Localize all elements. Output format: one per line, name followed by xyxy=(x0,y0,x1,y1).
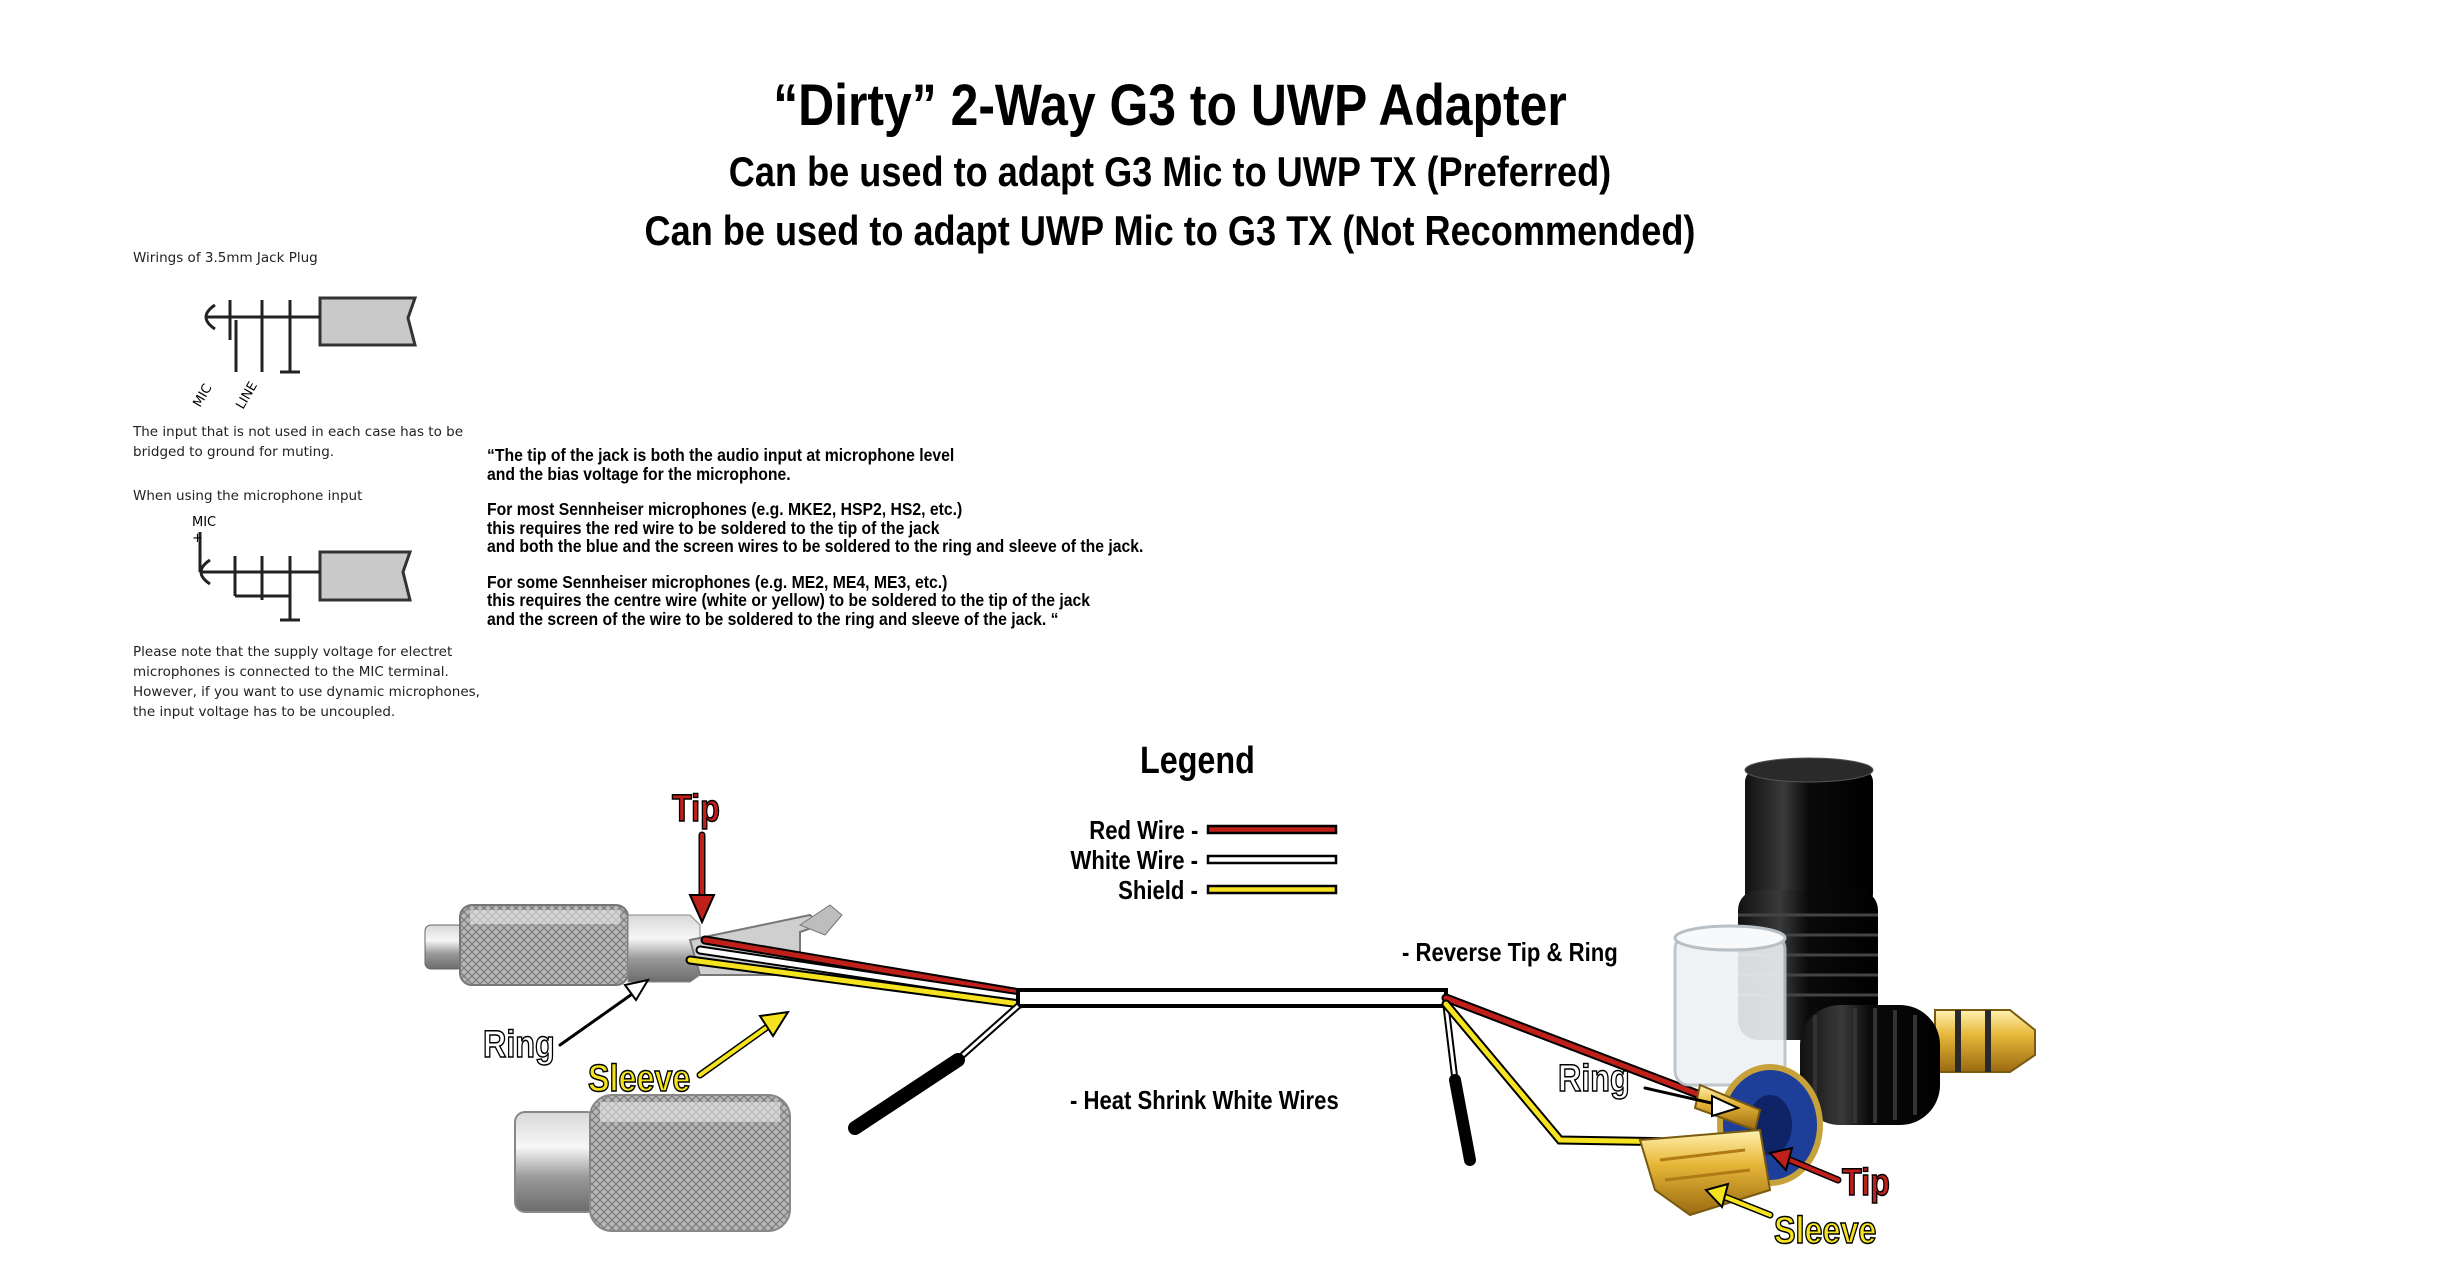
legend-label-red-wire: Red Wire - xyxy=(1088,815,1198,845)
subtitle-preferred: Can be used to adapt G3 Mic to UWP TX (P… xyxy=(728,148,1612,195)
callout-right-sleeve: Sleeve xyxy=(1773,1209,1877,1253)
manual-note-supply: Please note that the supply voltage for … xyxy=(133,642,480,722)
manual-heading-mic-input: When using the microphone input xyxy=(133,488,363,504)
manual-note-line: Please note that the supply voltage for … xyxy=(133,644,453,660)
quote-line: For most Sennheiser microphones (e.g. MK… xyxy=(487,499,963,519)
heat-shrink-right xyxy=(1442,1005,1476,1166)
label-mic-input: MIC xyxy=(192,515,216,530)
quote-line: this requires the red wire to be soldere… xyxy=(487,517,940,538)
left-wires xyxy=(685,935,1025,1009)
legend-label-shield: Shield - xyxy=(1118,875,1198,905)
note-heat-shrink: - Heat Shrink White Wires xyxy=(1070,1085,1339,1115)
mic-input-schematic xyxy=(198,532,413,622)
subtitle-not-recommended: Can be used to adapt UWP Mic to G3 TX (N… xyxy=(644,207,1696,254)
label-mic: MIC xyxy=(190,382,215,410)
heat-shrink-left xyxy=(848,1003,1021,1135)
manual-note-line: bridged to ground for muting. xyxy=(133,444,335,460)
note-reverse-tip-ring: - Reverse Tip & Ring xyxy=(1402,937,1618,967)
label-plus: + xyxy=(192,531,203,546)
clear-heatshrink-tube xyxy=(1673,924,1787,1087)
quote-line: and the bias voltage for the microphone. xyxy=(487,463,791,484)
legend-swatches xyxy=(1206,824,1338,895)
manual-note-line: the input voltage has to be uncoupled. xyxy=(133,704,396,720)
quote-line: and the screen of the wire to be soldere… xyxy=(487,608,1059,629)
sennheiser-quote: “The tip of the jack is both the audio i… xyxy=(487,446,1143,645)
manual-note-line: The input that is not used in each case … xyxy=(133,424,463,440)
quote-line: “The tip of the jack is both the audio i… xyxy=(487,445,955,465)
quote-line: For some Sennheiser microphones (e.g. ME… xyxy=(487,571,948,592)
callout-left-tip: Tip xyxy=(671,787,720,831)
manual-note-line: However, if you want to use dynamic micr… xyxy=(133,684,480,700)
quote-line: and both the blue and the screen wires t… xyxy=(487,536,1144,556)
callout-left-sleeve: Sleeve xyxy=(587,1057,691,1101)
manual-note-line: microphones is connected to the MIC term… xyxy=(133,664,449,680)
main-cable xyxy=(1016,988,1448,1008)
callout-right-ring: Ring xyxy=(1557,1057,1630,1101)
callout-left-ring: Ring xyxy=(482,1023,555,1067)
legend-title: Legend xyxy=(1140,740,1255,782)
label-line: LINE xyxy=(233,379,260,412)
black-plug-cap xyxy=(1738,757,1878,1040)
manual-note-muting: The input that is not used in each case … xyxy=(133,422,463,462)
callout-right-tip: Tip xyxy=(1841,1161,1890,1205)
legend-label-white-wire: White Wire - xyxy=(1070,845,1198,875)
page-title: “Dirty” 2-Way G3 to UWP Adapter xyxy=(773,73,1567,138)
manual-heading-wirings: Wirings of 3.5mm Jack Plug xyxy=(133,250,318,266)
quote-line: this requires the centre wire (white or … xyxy=(487,590,1090,610)
connector-sleeve-barrel xyxy=(514,1094,791,1232)
jack-wiring-schematic xyxy=(204,296,418,374)
callout-arrows xyxy=(558,831,1842,1219)
